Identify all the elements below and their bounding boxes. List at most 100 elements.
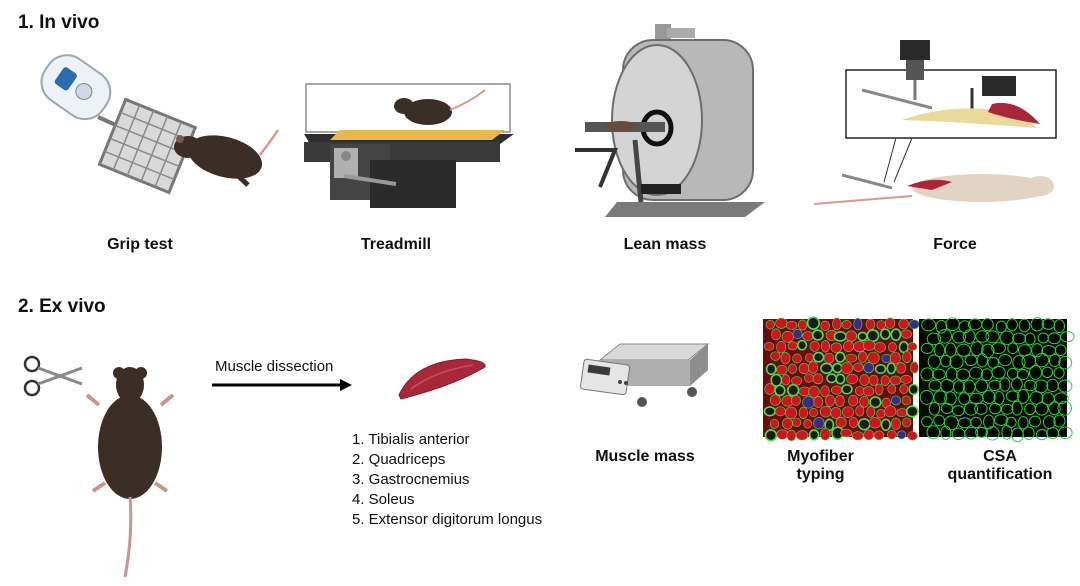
myofiber-cell (835, 416, 847, 428)
csa-cell (1011, 400, 1023, 416)
myofiber-cell (890, 395, 901, 406)
myofiber-cell (820, 320, 830, 332)
csa-cell (957, 417, 972, 429)
myofiber-cell (834, 351, 846, 363)
csa-cell (968, 366, 984, 380)
myofiber-cell (808, 361, 819, 374)
myofiber-cell (831, 385, 843, 395)
csa-cell (981, 343, 995, 359)
csa-cell (1018, 318, 1031, 333)
myofiber-cell (791, 376, 803, 386)
myofiber-cell (846, 373, 858, 385)
list-item: 5. Extensor digitorum longus (352, 511, 543, 528)
csa-cell (998, 353, 1012, 367)
csa-cell (1053, 414, 1066, 428)
force-rig-icon (813, 40, 1057, 205)
section-title-in-vivo: 1. In vivo (18, 12, 100, 33)
myofiber-cell (868, 374, 879, 386)
myofiber-cell (797, 319, 808, 331)
myofiber-cell (866, 329, 880, 343)
csa-cell (975, 330, 990, 343)
myofiber-cell (786, 320, 798, 330)
myofiber-cell (811, 329, 824, 341)
myofiber-cell (895, 362, 907, 374)
csa-cell (1057, 426, 1073, 440)
myofiber-cell (776, 341, 787, 354)
csa-cell (926, 425, 941, 440)
caption-myofiber-line1: Myofiber (787, 448, 854, 465)
myofiber-cell (803, 419, 812, 429)
csa-cell (1012, 332, 1027, 345)
caption-csa: CSA quantification (935, 448, 1065, 484)
myofiber-cell (781, 330, 794, 343)
myofiber-cell (819, 405, 832, 418)
csa-cell (988, 379, 1002, 392)
csa-cell (1058, 355, 1073, 370)
myofiber-cell (808, 385, 820, 398)
csa-cell (1034, 352, 1050, 368)
myofiber-cell (785, 406, 798, 420)
myofiber-cell (874, 363, 887, 374)
caption-csa-line2: quantification (947, 466, 1053, 483)
myofiber-cell (787, 341, 798, 351)
csa-cell (920, 367, 935, 382)
csa-cell (1007, 342, 1019, 355)
section-title-ex-vivo: 2. Ex vivo (18, 296, 106, 317)
myofiber-cell (825, 394, 835, 407)
myofiber-cell (876, 320, 886, 330)
csa-cell (974, 379, 989, 394)
myofiber-cell (763, 406, 777, 417)
myofiber-cell (813, 396, 824, 408)
myofiber-cell (843, 340, 854, 352)
myofiber-cell (880, 375, 890, 386)
list-item: 3. Gastrocnemius (352, 471, 470, 488)
myofiber-cell (866, 405, 876, 418)
csa-cell (1057, 379, 1073, 393)
csa-cell (1048, 401, 1061, 416)
csa-cell (1017, 388, 1030, 404)
csa-cell (969, 392, 984, 404)
csa-cell (1053, 392, 1069, 405)
csa-cell (982, 390, 996, 405)
myofiber-cell (774, 384, 786, 397)
caption-lean-mass: Lean mass (623, 236, 707, 253)
myofiber-cell (862, 339, 876, 351)
myofiber-cell (876, 409, 886, 419)
myofiber-cell (848, 394, 859, 407)
csa-cell (1000, 403, 1014, 415)
arrow-label-muscle-dissection: Muscle dissection (215, 358, 334, 375)
myofiber-cell (764, 383, 775, 395)
myofiber-cell (820, 340, 830, 353)
myofiber-cell (853, 362, 864, 372)
caption-myofiber: Myofiber typing (773, 448, 868, 484)
myofiber-cell (841, 320, 852, 330)
mri-scanner-icon (575, 24, 765, 217)
myofiber-cell (802, 396, 815, 409)
mouse-icon (85, 367, 175, 578)
csa-cell (1029, 391, 1044, 405)
myofiber-cell (780, 352, 791, 365)
myofiber-cell (826, 373, 838, 384)
myofiber-cell (898, 340, 909, 354)
csa-cell (920, 342, 934, 354)
csa-cell (1010, 377, 1023, 392)
myofiber-cell (889, 351, 901, 365)
csa-cell (933, 342, 946, 358)
csa-cell (949, 354, 964, 370)
myofiber-cell (802, 331, 814, 341)
myofiber-cell (868, 417, 882, 429)
csa-cell (999, 330, 1015, 345)
csa-cell (944, 342, 957, 358)
list-item: 1. Tibialis anterior (352, 431, 470, 448)
csa-cell (985, 426, 1000, 441)
myofiber-cell (787, 363, 798, 374)
list-item: 4. Soleus (352, 491, 415, 508)
csa-cell (1053, 319, 1066, 334)
myofiber-cell (812, 351, 825, 363)
caption-muscle-mass: Muscle mass (595, 448, 695, 465)
caption-treadmill: Treadmill (360, 236, 432, 253)
csa-micrograph (919, 317, 1075, 443)
myofiber-cell (873, 430, 885, 441)
myofiber-cell (874, 341, 886, 353)
csa-cell (999, 377, 1011, 392)
